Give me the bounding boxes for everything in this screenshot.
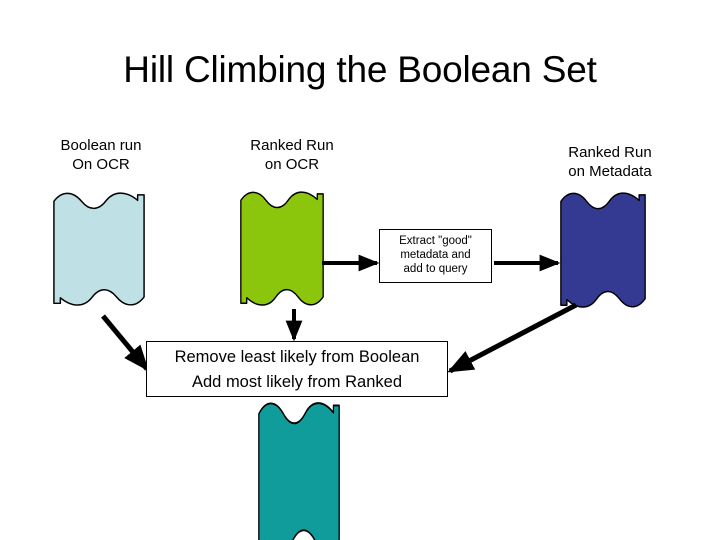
caption-boolean-run-on-ocr: Boolean run On OCR: [60, 137, 142, 173]
document-shape-merged-run[interactable]: [258, 402, 340, 540]
document-shape-ranked-run-on-ocr[interactable]: [240, 191, 324, 307]
connector-boolean-ocr-to-hill-climb: [101, 314, 149, 372]
wave-document-icon: [560, 192, 646, 308]
process-box-extract-metadata[interactable]: Extract "good" metadata and add to query: [379, 229, 492, 283]
connector-ranked-metadata-to-hill-climb: [447, 302, 578, 374]
wave-document-icon: [53, 192, 145, 306]
page-title: Hill Climbing the Boolean Set: [123, 49, 597, 90]
caption-ranked-run-on-metadata: Ranked Run on Metadata: [568, 144, 652, 180]
caption-ranked-run-on-ocr: Ranked Run on OCR: [250, 137, 334, 173]
process-box-hill-climb-step[interactable]: Remove least likely from Boolean Add mos…: [146, 341, 448, 397]
document-shape-ranked-run-on-metadata[interactable]: [560, 192, 646, 309]
wave-document-icon: [240, 191, 324, 306]
wave-document-icon: [258, 402, 340, 540]
document-shape-boolean-run-on-ocr[interactable]: [53, 192, 145, 307]
